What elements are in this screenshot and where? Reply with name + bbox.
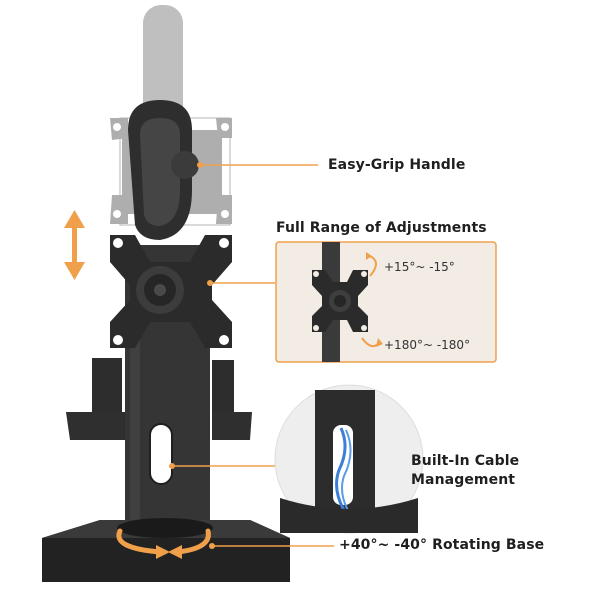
rotate-range-label: +180°~ -180° (384, 338, 471, 352)
tilt-range-label: +15°~ -15° (384, 260, 455, 274)
cable-detail-circle (274, 384, 424, 534)
easy-grip-label: Easy-Grip Handle (328, 157, 466, 173)
vesa-mount-plate (110, 235, 232, 348)
callout-lines (172, 164, 334, 547)
lower-bracket (66, 358, 252, 440)
cable-slot (149, 423, 173, 485)
easy-grip-handle (128, 100, 199, 240)
cable-label-line1: Built-In Cable (411, 453, 520, 469)
adjustment-inset (275, 241, 497, 363)
full-range-label: Full Range of Adjustments (276, 220, 487, 236)
rotation-arrow-icon (116, 528, 211, 555)
rotating-base-label: +40°~ -40° Rotating Base (339, 537, 545, 553)
up-down-arrow-icon (64, 210, 85, 280)
cable-label-line2: Management (411, 472, 516, 488)
